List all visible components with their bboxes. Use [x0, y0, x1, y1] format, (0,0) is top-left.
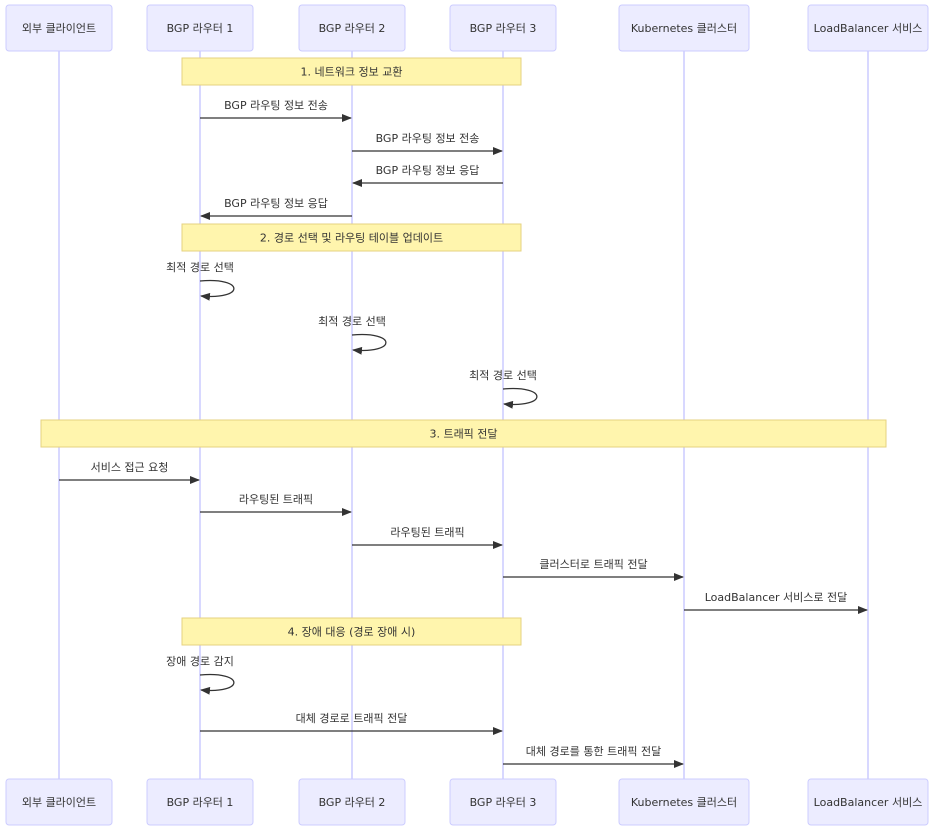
actor-client-bottom: 외부 클라이언트 [5, 778, 113, 826]
actor-box [298, 4, 406, 52]
message-label: 서비스 접근 요청 [91, 461, 169, 474]
message-9: 라우팅된 트래픽 [200, 493, 352, 516]
actor-label: 외부 클라이언트 [22, 22, 96, 35]
note-text: 1. 네트워크 정보 교환 [301, 66, 403, 79]
note-1: 1. 네트워크 정보 교환 [181, 57, 522, 86]
actor-label: LoadBalancer 서비스 [814, 22, 923, 35]
actor-label: BGP 라우터 1 [167, 22, 234, 35]
self-message-arrow [502, 387, 538, 409]
actor-k8s-bottom: Kubernetes 클러스터 [618, 778, 750, 826]
message-label: LoadBalancer 서비스로 전달 [705, 591, 848, 604]
message-13: 장애 경로 감지 [166, 655, 235, 695]
actor-r2-top: BGP 라우터 2 [298, 4, 406, 52]
message-11: 클러스터로 트래픽 전달 [503, 558, 684, 581]
message-label: BGP 라우팅 정보 응답 [224, 197, 328, 210]
note-box [181, 57, 522, 86]
message-4: BGP 라우팅 정보 응답 [200, 197, 352, 220]
message-10: 라우팅된 트래픽 [352, 526, 503, 549]
message-label: BGP 라우팅 정보 전송 [224, 99, 328, 112]
message-14: 대체 경로로 트래픽 전달 [200, 712, 503, 735]
note-box [181, 223, 522, 252]
note-text: 4. 장애 대응 (경로 장애 시) [288, 626, 416, 639]
actor-k8s-top: Kubernetes 클러스터 [618, 4, 750, 52]
self-message-arrow [351, 333, 387, 355]
note-4: 4. 장애 대응 (경로 장애 시) [181, 617, 522, 646]
actor-r3-bottom: BGP 라우터 3 [449, 778, 557, 826]
actor-box [618, 4, 750, 52]
actor-box [5, 778, 113, 826]
message-3: BGP 라우팅 정보 응답 [352, 164, 503, 187]
message-2: BGP 라우팅 정보 전송 [352, 132, 503, 155]
actor-box [618, 778, 750, 826]
actor-label: BGP 라우터 2 [319, 796, 386, 809]
message-5: 최적 경로 선택 [166, 261, 235, 301]
self-message-arrow [199, 279, 235, 301]
message-label: 최적 경로 선택 [166, 261, 234, 274]
actor-box [146, 4, 254, 52]
actor-label: Kubernetes 클러스터 [631, 22, 737, 35]
message-label: 대체 경로를 통한 트래픽 전달 [526, 745, 661, 758]
note-3: 3. 트래픽 전달 [40, 419, 887, 448]
message-label: BGP 라우팅 정보 응답 [376, 164, 480, 177]
message-label: 라우팅된 트래픽 [239, 493, 313, 506]
message-7: 최적 경로 선택 [469, 369, 538, 409]
message-label: 최적 경로 선택 [318, 315, 386, 328]
note-text: 3. 트래픽 전달 [429, 428, 497, 441]
actor-box [5, 4, 113, 52]
actor-lb-bottom: LoadBalancer 서비스 [807, 778, 929, 826]
note-text: 2. 경로 선택 및 라우팅 테이블 업데이트 [260, 232, 443, 245]
message-8: 서비스 접근 요청 [59, 461, 200, 484]
actor-r2-bottom: BGP 라우터 2 [298, 778, 406, 826]
message-12: LoadBalancer 서비스로 전달 [684, 591, 868, 614]
actor-label: Kubernetes 클러스터 [631, 796, 737, 809]
actor-r3-top: BGP 라우터 3 [449, 4, 557, 52]
actor-box [807, 4, 929, 52]
actor-label: BGP 라우터 3 [470, 796, 537, 809]
note-2: 2. 경로 선택 및 라우팅 테이블 업데이트 [181, 223, 522, 252]
message-6: 최적 경로 선택 [318, 315, 387, 355]
message-1: BGP 라우팅 정보 전송 [200, 99, 352, 122]
message-label: BGP 라우팅 정보 전송 [376, 132, 480, 145]
actor-box [449, 778, 557, 826]
actor-label: BGP 라우터 3 [470, 22, 537, 35]
note-box [40, 419, 887, 448]
actor-client-top: 외부 클라이언트 [5, 4, 113, 52]
self-message-arrow [199, 673, 235, 695]
actor-lb-top: LoadBalancer 서비스 [807, 4, 929, 52]
message-label: 라우팅된 트래픽 [390, 526, 464, 539]
actor-r1-top: BGP 라우터 1 [146, 4, 254, 52]
actor-label: LoadBalancer 서비스 [814, 796, 923, 809]
message-label: 최적 경로 선택 [469, 369, 537, 382]
note-box [181, 617, 522, 646]
message-label: 클러스터로 트래픽 전달 [539, 558, 647, 571]
actor-label: BGP 라우터 1 [167, 796, 234, 809]
actor-box [807, 778, 929, 826]
actor-box [298, 778, 406, 826]
message-15: 대체 경로를 통한 트래픽 전달 [503, 745, 684, 768]
message-label: 대체 경로로 트래픽 전달 [296, 712, 408, 725]
message-label: 장애 경로 감지 [166, 655, 234, 668]
actor-label: BGP 라우터 2 [319, 22, 386, 35]
actor-label: 외부 클라이언트 [22, 796, 96, 809]
actor-box [146, 778, 254, 826]
actor-r1-bottom: BGP 라우터 1 [146, 778, 254, 826]
actor-box [449, 4, 557, 52]
